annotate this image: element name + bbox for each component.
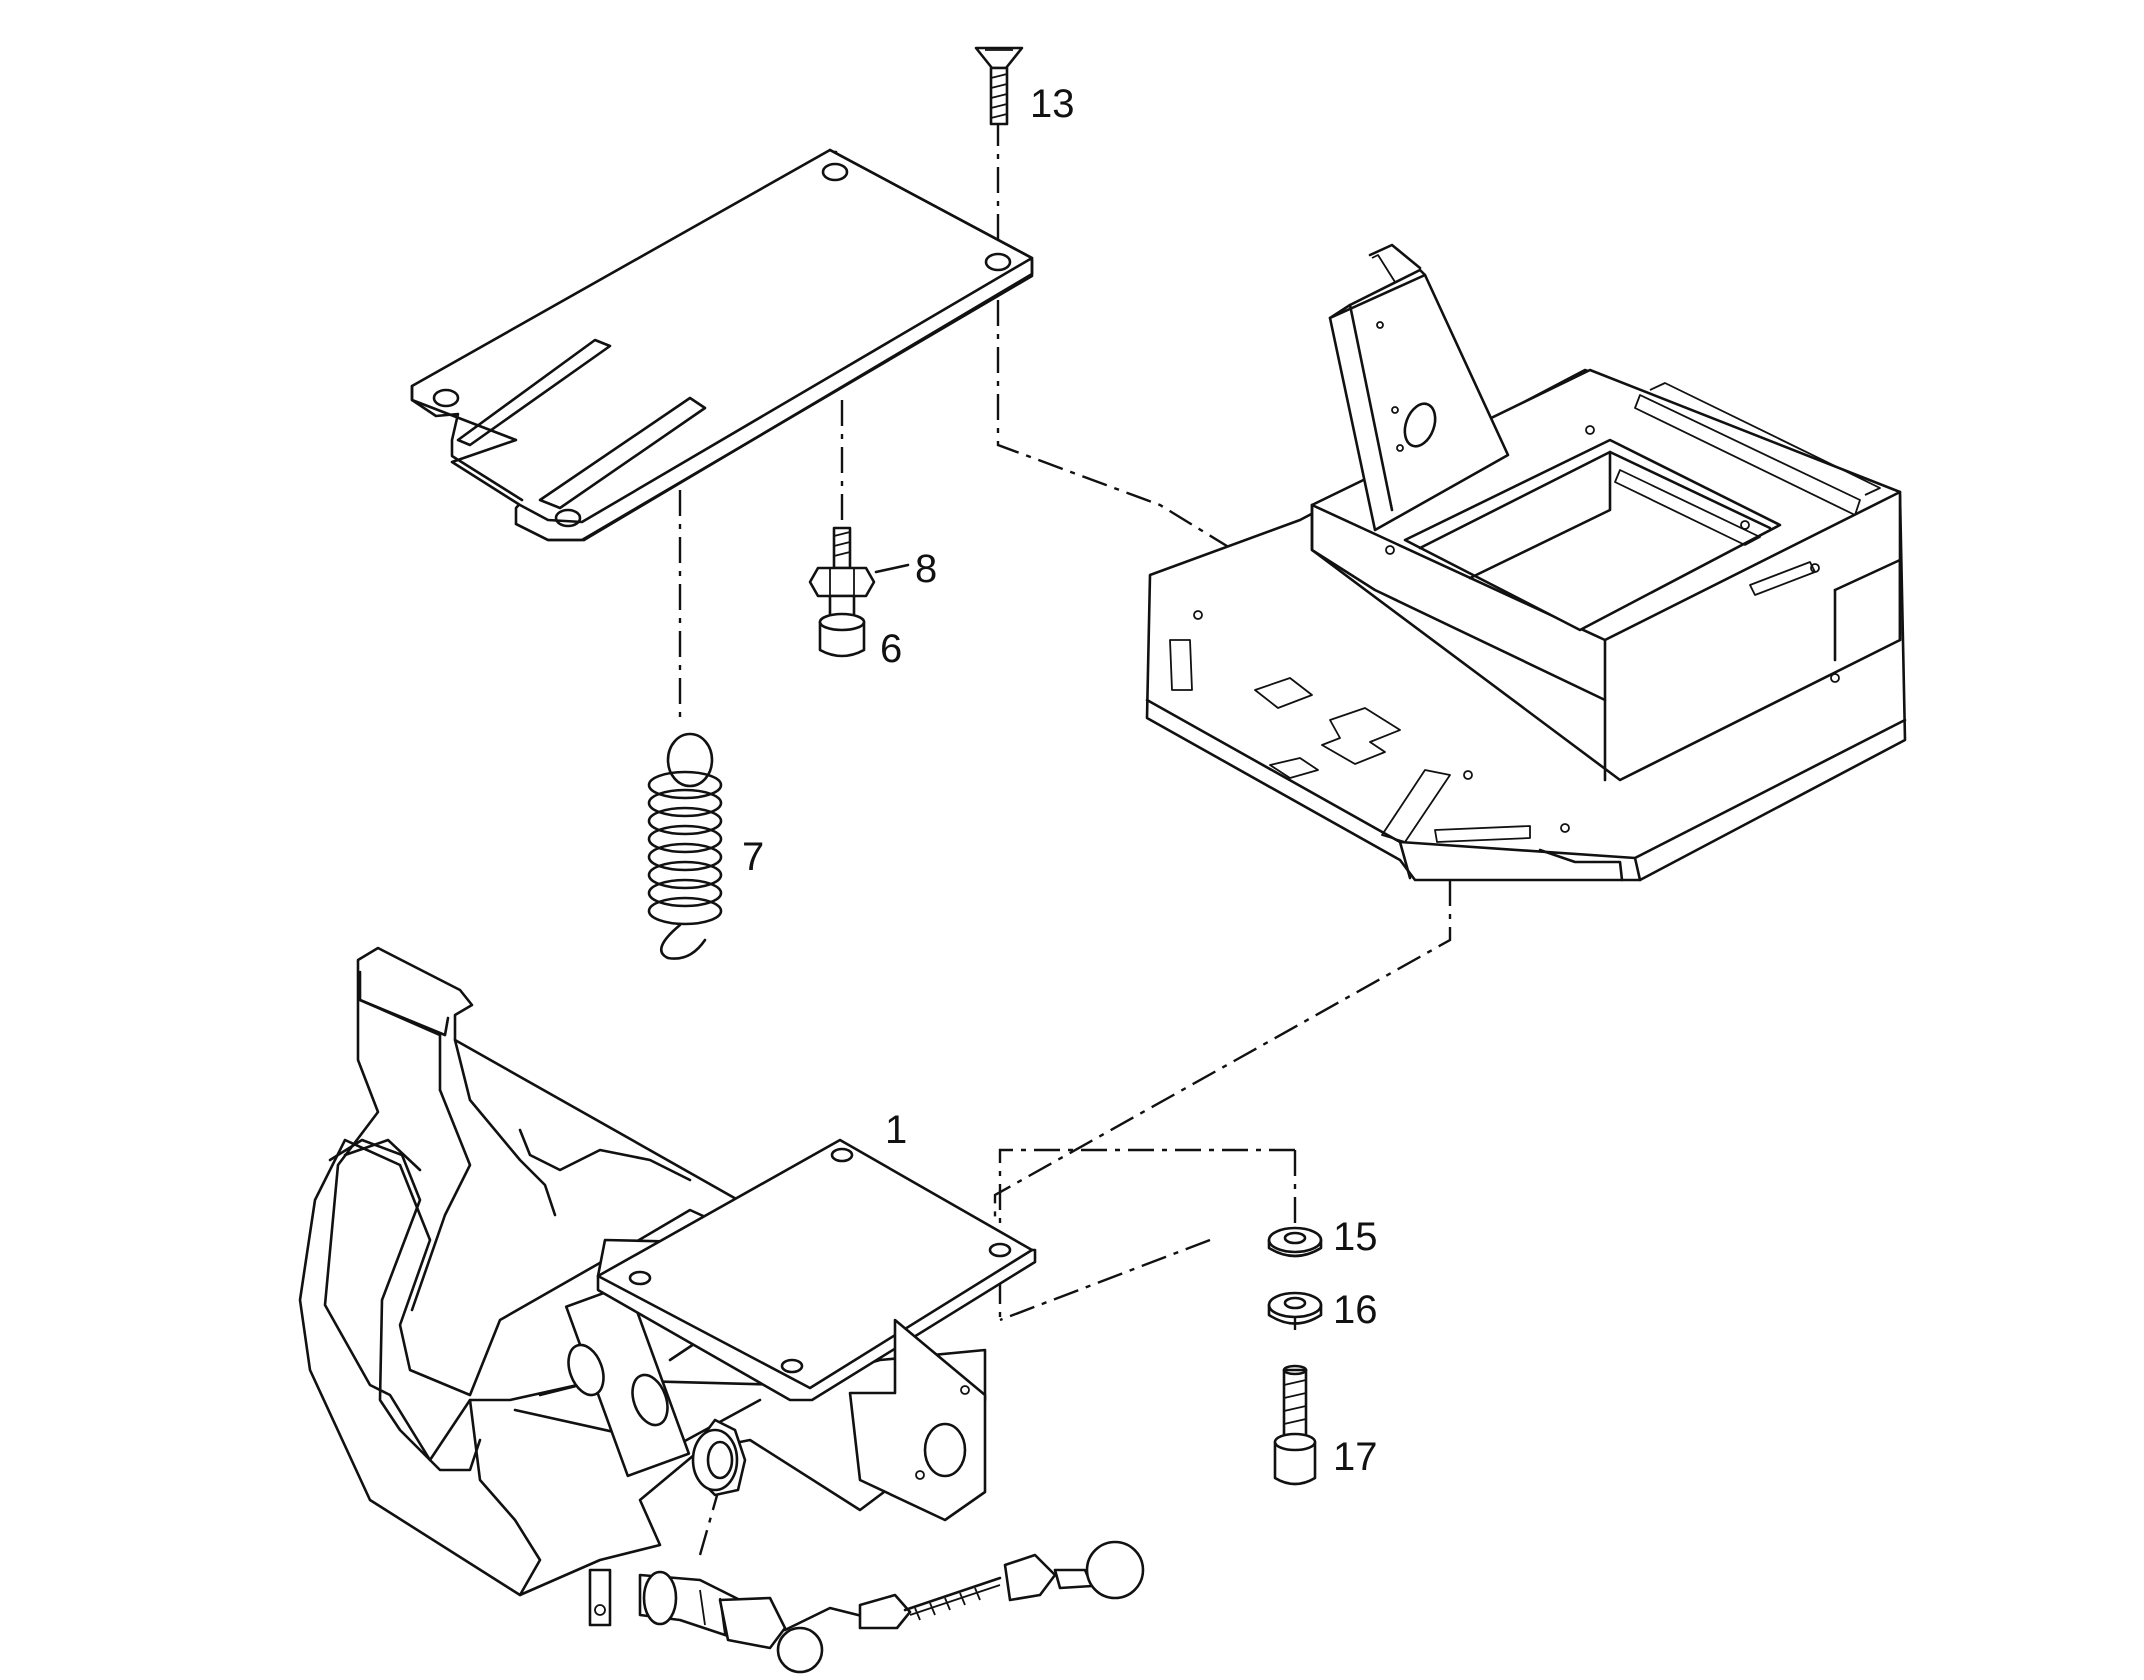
callout-7: 7	[742, 835, 764, 879]
callout-labels: 13 8 6 7 1 15 16 17	[742, 82, 1378, 1479]
callout-15: 15	[1333, 1215, 1378, 1259]
part-1-foot-pedal-assembly	[298, 946, 1145, 1674]
part-6-cap	[818, 612, 866, 658]
part-8-stud-and-nut	[808, 526, 910, 618]
part-17-cap-screw	[1273, 1364, 1317, 1486]
callout-6: 6	[880, 627, 902, 671]
part-7-coil-spring	[647, 732, 723, 960]
part-16-washer	[1267, 1291, 1323, 1325]
callout-8: 8	[915, 547, 937, 591]
callout-1: 1	[885, 1108, 907, 1152]
slotted-top-plate	[410, 148, 1034, 542]
part-13-countersunk-screw	[974, 46, 1024, 126]
callout-13: 13	[1030, 82, 1075, 126]
part-15-washer	[1267, 1226, 1323, 1258]
machine-frame-vertical-bracket	[1328, 243, 1510, 532]
callout-16: 16	[1333, 1288, 1378, 1332]
callout-17: 17	[1333, 1435, 1378, 1479]
